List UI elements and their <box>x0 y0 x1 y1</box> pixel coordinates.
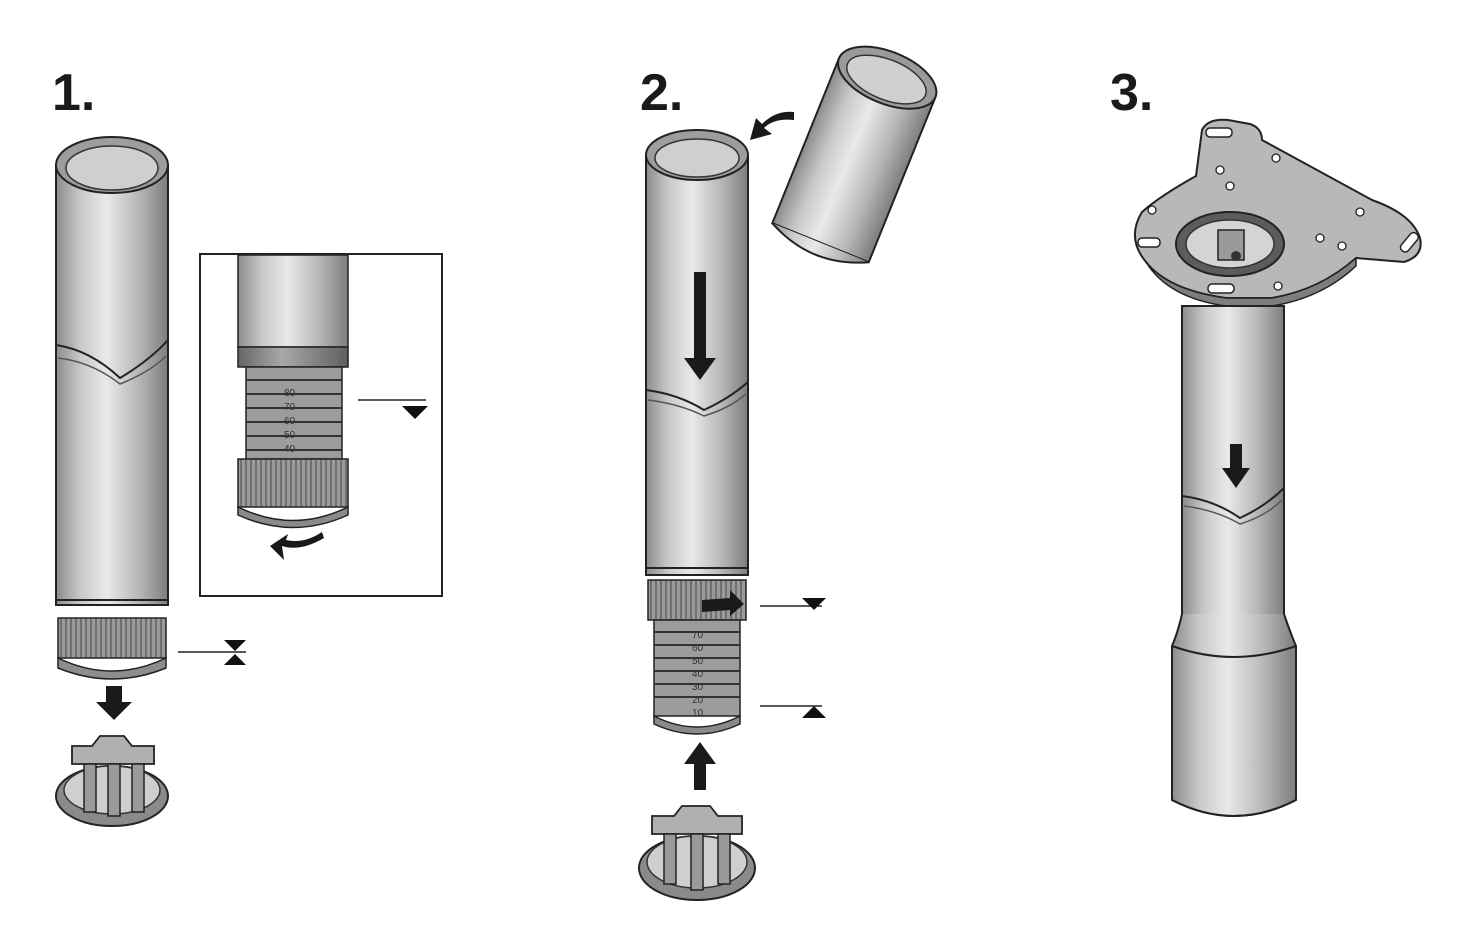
step-3: 3. <box>1110 64 1422 817</box>
step-2-up-arrow-icon <box>684 742 716 790</box>
step-1-down-arrow-icon <box>96 686 132 720</box>
step-2-scale-mark: 40 <box>692 669 704 680</box>
step-1-leg-tube <box>55 136 169 680</box>
step-2-scale-mark: 50 <box>692 656 704 667</box>
step-2-down-arrow-icon <box>684 272 716 380</box>
step-2-foot-cap <box>638 805 756 901</box>
step-2-scale-mark: 70 <box>692 630 704 641</box>
step-1-foot-cap <box>55 735 169 827</box>
step-2-scale-mark: 10 <box>692 708 704 719</box>
step-2-turn-arrow-icon <box>702 590 744 616</box>
step-2-scale-mark: 20 <box>692 695 704 706</box>
step-1-label: 1. <box>52 64 95 122</box>
step-2-thread: 70 60 50 40 30 20 10 <box>653 619 741 735</box>
detail-scale-mark: 40 <box>284 444 296 455</box>
step-3-label: 3. <box>1110 64 1153 122</box>
detail-scale-mark: 80 <box>284 388 296 399</box>
step-3-down-arrow-icon <box>1222 444 1250 488</box>
step-1-level-marker-icon <box>178 640 246 665</box>
detail-thread: 80 70 60 50 40 30 20 <box>245 366 343 483</box>
step-3-outer-sleeve <box>1171 613 1297 817</box>
detail-curved-arrow-icon <box>270 532 324 560</box>
step-2: 2. <box>638 45 938 901</box>
detail-scale-mark: 50 <box>284 430 296 441</box>
step-2-label: 2. <box>640 64 683 122</box>
step-1-detail-inset: 80 70 60 50 40 30 20 <box>199 253 443 597</box>
step-2-scale-mark: 30 <box>692 682 704 693</box>
step-2-sleeve <box>771 45 938 264</box>
step-1: 1. <box>52 64 443 827</box>
step-2-scale-mark: 60 <box>692 643 704 654</box>
detail-level-marker-icon <box>402 406 428 419</box>
step-2-level-marker-icon <box>760 598 826 718</box>
detail-scale-mark: 70 <box>284 402 296 413</box>
step-3-mounting-plate <box>1134 118 1422 307</box>
detail-scale-mark: 60 <box>284 416 296 427</box>
step-2-curved-arrow-icon <box>750 111 794 140</box>
